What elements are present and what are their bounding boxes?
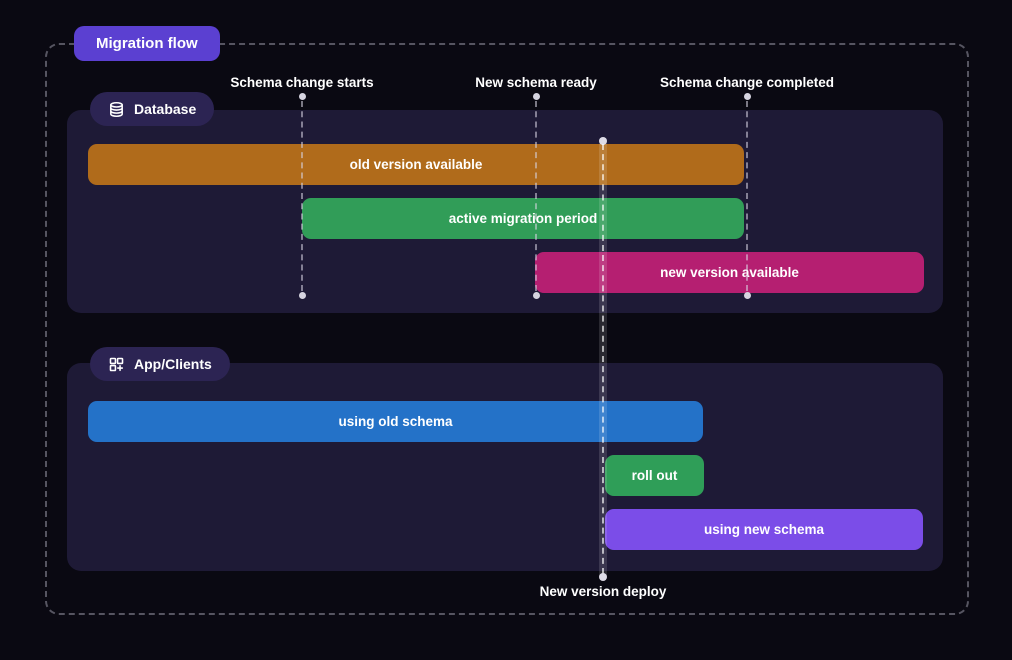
bar-old-version-available: old version available bbox=[88, 144, 744, 185]
milestone-label-schema-change-starts: Schema change starts bbox=[230, 75, 374, 90]
deploy-marker-line bbox=[599, 137, 607, 581]
bar-new-version-available: new version available bbox=[535, 252, 924, 293]
apps-plus-icon bbox=[108, 356, 125, 373]
milestone-line-schema-change-starts bbox=[298, 93, 306, 299]
bar-label: new version available bbox=[660, 265, 799, 280]
bar-label: using new schema bbox=[703, 522, 825, 537]
bar-active-migration-period: active migration period bbox=[302, 198, 744, 239]
database-icon bbox=[108, 101, 125, 118]
app-clients-badge: App/Clients bbox=[90, 347, 230, 381]
bar-roll-out: roll out bbox=[605, 455, 704, 496]
milestone-label-new-schema-ready: New schema ready bbox=[475, 75, 597, 90]
diagram-frame bbox=[45, 43, 969, 615]
database-badge: Database bbox=[90, 92, 215, 126]
database-badge-label: Database bbox=[134, 101, 197, 117]
app-clients-badge-label: App/Clients bbox=[134, 356, 212, 372]
milestone-line-schema-change-completed bbox=[743, 93, 751, 299]
bar-using-old-schema: using old schema bbox=[88, 401, 703, 442]
bar-using-new-schema: using new schema bbox=[605, 509, 923, 550]
deploy-marker-label: New version deploy bbox=[539, 584, 667, 599]
bar-label: roll out bbox=[631, 468, 678, 483]
bar-label: active migration period bbox=[448, 211, 598, 226]
milestone-label-schema-change-completed: Schema change completed bbox=[659, 75, 835, 90]
deploy-marker-dashes bbox=[602, 144, 604, 574]
title-badge: Migration flow bbox=[74, 26, 220, 61]
milestone-line-new-schema-ready bbox=[532, 93, 540, 299]
bar-label: using old schema bbox=[338, 414, 453, 429]
page-title: Migration flow bbox=[96, 35, 198, 52]
bar-label: old version available bbox=[349, 157, 483, 172]
